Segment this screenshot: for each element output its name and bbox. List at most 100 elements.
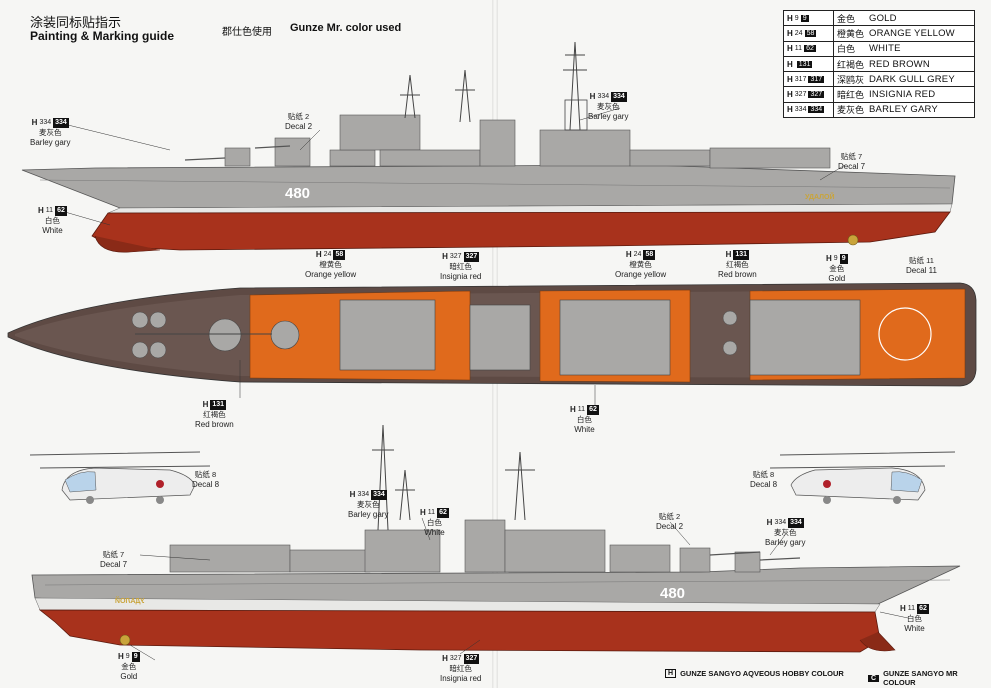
callout-chinese: 贴纸 2 xyxy=(658,512,681,521)
legend-aqueous-code: 334 xyxy=(794,106,807,114)
callout-english: Gold xyxy=(828,274,846,283)
top-ship-profile xyxy=(21,41,956,253)
callout-chinese: 红褐色 xyxy=(726,260,749,269)
callout-english: Red brown xyxy=(195,420,234,429)
legend-mr-code: 327 xyxy=(808,91,825,99)
legend-h: H xyxy=(787,90,793,100)
callout-english: Barley gary xyxy=(765,538,806,547)
callout-english: Decal 8 xyxy=(750,480,778,489)
callout-chinese: 贴纸 7 xyxy=(102,550,125,559)
ship-name-bottom: УДАЛОЙ xyxy=(115,598,145,605)
legend-aqueous-code: 24 xyxy=(794,29,803,37)
legend-h: H xyxy=(787,74,793,84)
legend-english-name: DARK GULL GREY xyxy=(869,73,955,85)
callout-english: Gold xyxy=(120,672,138,681)
callout-english: Red brown xyxy=(718,270,757,279)
callout-chinese: 麦灰色 xyxy=(773,528,797,537)
helicopter-right xyxy=(769,451,956,504)
callout-english: Decal 11 xyxy=(906,266,937,275)
footer-aqueous: H GUNZE SANGYO AQVEOUS HOBBY COLOUR xyxy=(665,669,844,678)
legend-english-name: INSIGNIA RED xyxy=(869,89,936,101)
callout-chinese: 白色 xyxy=(576,415,592,424)
legend-h: H xyxy=(787,44,793,54)
title-english: Painting & Marking guide xyxy=(30,29,175,43)
callout-english: White xyxy=(574,425,595,434)
legend-chinese-name: 红褐色 xyxy=(837,59,865,70)
bottom-ship-profile xyxy=(31,424,961,653)
callout-english: Decal 7 xyxy=(100,560,128,569)
callout-english: Insignia red xyxy=(440,272,482,281)
callout-chinese: 金色 xyxy=(829,264,845,273)
legend-mr-code: 62 xyxy=(804,45,816,53)
callout-chinese: 麦灰色 xyxy=(596,102,620,111)
legend-english-name: RED BROWN xyxy=(869,58,930,70)
legend-chinese-name: 暗红色 xyxy=(837,90,865,101)
legend-english-name: GOLD xyxy=(869,12,897,24)
legend-mr-code: 58 xyxy=(804,29,817,37)
footer-mr-label: GUNZE SANGYO MR COLOUR xyxy=(883,669,958,687)
legend-chinese-name: 白色 xyxy=(837,44,856,55)
ship-name-top: УДАЛОЙ xyxy=(805,194,835,201)
callout-chinese: 白色 xyxy=(906,614,922,623)
callout-chinese: 贴纸 8 xyxy=(194,470,217,479)
callout-chinese: 麦灰色 xyxy=(38,128,62,137)
legend-mr-code: 9 xyxy=(800,14,809,22)
legend-mr-code: 131 xyxy=(796,60,813,68)
callout-chinese: 红褐色 xyxy=(203,410,226,419)
callout-english: Decal 2 xyxy=(285,122,313,131)
callout-english: Orange yellow xyxy=(615,270,667,279)
callout-english: Barley gary xyxy=(588,112,629,121)
legend-mr-code: 317 xyxy=(808,75,825,83)
hull-number-top: 480 xyxy=(285,185,311,202)
legend-chinese-name: 金色 xyxy=(837,13,856,24)
legend-h: H xyxy=(787,13,793,23)
legend-aqueous-code: 9 xyxy=(794,14,799,22)
callout-english: Decal 7 xyxy=(838,162,866,171)
callout-english: Orange yellow xyxy=(305,270,357,279)
footer-aqueous-label: GUNZE SANGYO AQVEOUS HOBBY COLOUR xyxy=(680,669,844,678)
title-chinese: 涂装同标贴指示 xyxy=(30,15,122,30)
callout-english: Barley gary xyxy=(30,138,71,147)
helicopter-left xyxy=(29,451,211,504)
callout-chinese: 贴纸 8 xyxy=(752,470,775,479)
callout-chinese: 金色 xyxy=(121,662,137,671)
